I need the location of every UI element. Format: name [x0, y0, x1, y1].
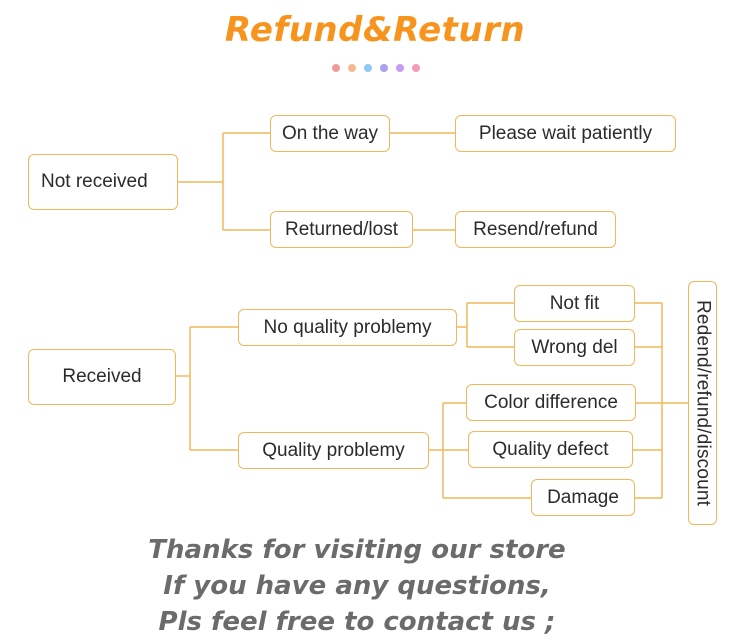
footer-line-questions: If you have any questions, [163, 571, 551, 601]
footer-line-contact: Pls feel free to contact us ; [158, 607, 556, 637]
decorative-dot [332, 64, 340, 72]
no-quality-problemy-box: No quality problemy [238, 309, 457, 346]
not-received-box: Not received [28, 154, 178, 210]
refund-outcome-box: Redend/refund/discount [688, 281, 717, 525]
decorative-dot [412, 64, 420, 72]
decorative-dot [348, 64, 356, 72]
received-box: Received [28, 349, 176, 405]
resend-refund-box: Resend/refund [455, 211, 616, 248]
color-difference-box: Color difference [466, 384, 636, 421]
quality-problemy-box: Quality problemy [238, 432, 429, 469]
wrong-del-box: Wrong del [514, 329, 635, 366]
please-wait-box: Please wait patiently [455, 115, 676, 152]
quality-defect-box: Quality defect [468, 431, 633, 468]
decorative-dot [364, 64, 372, 72]
page-title: Refund&Return [224, 10, 526, 50]
decorative-dot [396, 64, 404, 72]
on-the-way-box: On the way [270, 115, 390, 152]
decorative-dot [380, 64, 388, 72]
damage-box: Damage [531, 479, 635, 516]
returned-lost-box: Returned/lost [270, 211, 413, 248]
decorative-dots [332, 64, 422, 74]
not-fit-box: Not fit [514, 285, 635, 322]
footer-line-thanks: Thanks for visiting our store [148, 535, 566, 565]
